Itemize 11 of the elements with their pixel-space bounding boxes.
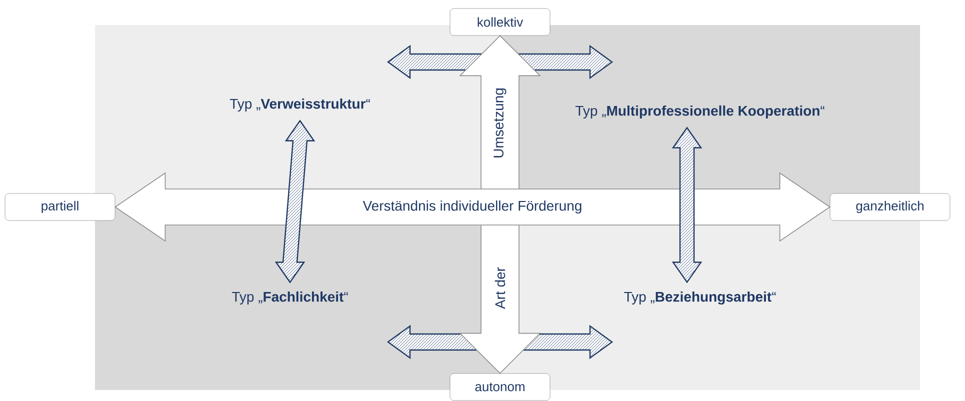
arrow-label: Art der <box>494 267 506 309</box>
edge-label: Verständnis individueller Förderung <box>362 200 582 214</box>
type-label: Typ „Beziehungsarbeit“ <box>624 291 776 305</box>
endpoint-box: autonom <box>450 373 550 401</box>
arrow-label: Umsetzung <box>494 88 506 158</box>
type-label: Typ „Fachlichkeit“ <box>232 291 348 305</box>
endpoint-box: ganzheitlich <box>830 193 950 221</box>
endpoint-box: partiell <box>4 193 116 221</box>
type-label: Typ „Multiprofessionelle Kooperation“ <box>575 105 824 119</box>
endpoint-box: kollektiv <box>450 8 550 36</box>
type-label: Typ „Verweisstruktur“ <box>230 98 370 112</box>
